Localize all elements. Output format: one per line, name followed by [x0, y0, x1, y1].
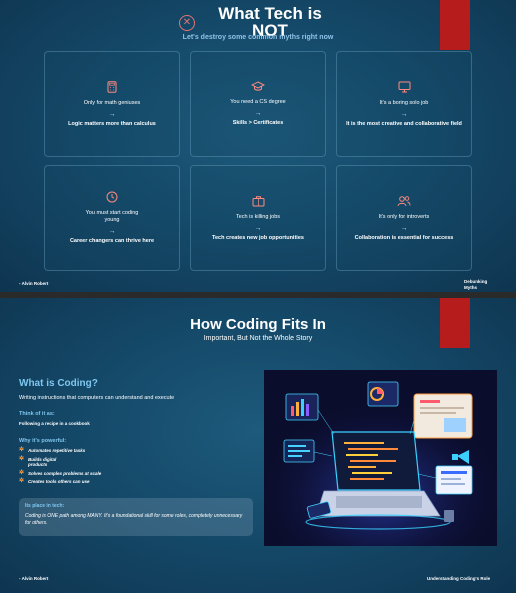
accent-bar	[440, 298, 470, 348]
analogy-text: Following a recipe in a cookbook	[19, 421, 90, 426]
footer-section: Debunking Myths	[464, 279, 488, 290]
arrow-right-icon: →	[108, 228, 116, 235]
truth-text: Tech creates new job opportunities	[212, 234, 304, 241]
slide-myths: ✕ What Tech is NOT Let's destroy some co…	[0, 0, 516, 292]
myth-card: It's a boring solo job → It is the most …	[336, 51, 472, 157]
section-description: Writing instructions that computers can …	[19, 395, 175, 401]
footer-section: Understanding Coding's Role	[427, 576, 491, 581]
footer-author: - Alvin Robert	[19, 281, 49, 286]
coding-illustration	[264, 370, 497, 546]
myth-card: You need a CS degree → Skills > Certific…	[190, 51, 326, 157]
slide-title: What Tech is NOT	[218, 4, 322, 40]
myth-card: You must start coding young → Career cha…	[44, 165, 180, 271]
myth-text: You must start coding young	[85, 210, 139, 223]
myth-card: Tech is killing jobs → Tech creates new …	[190, 165, 326, 271]
arrow-right-icon: →	[254, 224, 262, 232]
slide-subtitle: Let's destroy some common myths right no…	[182, 34, 334, 41]
myth-text: You need a CS degree	[230, 99, 286, 105]
clock-icon	[106, 191, 118, 206]
myth-text: Tech is killing jobs	[235, 213, 281, 220]
callout-box: Its place in tech: Coding is ONE path am…	[19, 498, 253, 536]
x-circle-icon: ✕	[179, 15, 195, 31]
monitor-icon	[398, 81, 411, 96]
arrow-right-icon: →	[108, 110, 116, 118]
accent-bar	[440, 0, 470, 50]
slide-subtitle: Important, But Not the Whole Story	[203, 335, 313, 342]
truth-text: Logic matters more than calculus	[68, 120, 156, 127]
gear-icon: ✲	[19, 469, 25, 476]
gear-icon: ✲	[19, 478, 25, 484]
graduation-cap-icon	[250, 81, 266, 95]
myth-text: Only for math geniuses	[83, 99, 141, 106]
slide-coding: How Coding Fits In Important, But Not th…	[0, 298, 516, 593]
briefcase-icon	[252, 195, 265, 210]
myth-text: It's a boring solo job	[379, 99, 429, 106]
myth-card: Only for math geniuses → Logic matters m…	[44, 51, 180, 157]
truth-text: Skills > Certificates	[232, 120, 284, 126]
section-heading: What is Coding?	[19, 378, 98, 389]
gear-icon: ✲	[19, 455, 25, 462]
benefit-list: ✲Automates repetitive tasks ✲Builds digi…	[19, 447, 102, 488]
truth-text: It is the most creative and collaborativ…	[346, 120, 462, 127]
subheading: Think of it as:	[19, 411, 55, 417]
footer-author: - Alvin Robert	[19, 576, 49, 581]
list-item: ✲Creates tools others can use	[19, 478, 90, 484]
arrow-right-icon: →	[254, 110, 262, 117]
truth-text: Collaboration is essential for success	[354, 234, 454, 241]
list-item: ✲Automates repetitive tasks	[19, 447, 86, 453]
gear-icon: ✲	[19, 447, 25, 453]
arrow-right-icon: →	[400, 224, 408, 232]
list-item: ✲Builds digital products	[19, 455, 57, 467]
subheading: Why it's powerful:	[19, 438, 67, 444]
arrow-right-icon: →	[400, 110, 408, 118]
calculator-icon	[107, 80, 117, 96]
users-icon	[397, 195, 411, 210]
callout-heading: Its place in tech:	[25, 503, 65, 509]
myth-text: It's only for introverts	[378, 213, 430, 220]
myth-card: It's only for introverts → Collaboration…	[336, 165, 472, 271]
slide-title: How Coding Fits In	[190, 316, 326, 333]
list-item: ✲Solves complex problems at scale	[19, 469, 102, 476]
truth-text: Career changers can thrive here	[69, 238, 155, 244]
callout-text: Coding is ONE path among MANY. It's a fo…	[25, 513, 243, 526]
